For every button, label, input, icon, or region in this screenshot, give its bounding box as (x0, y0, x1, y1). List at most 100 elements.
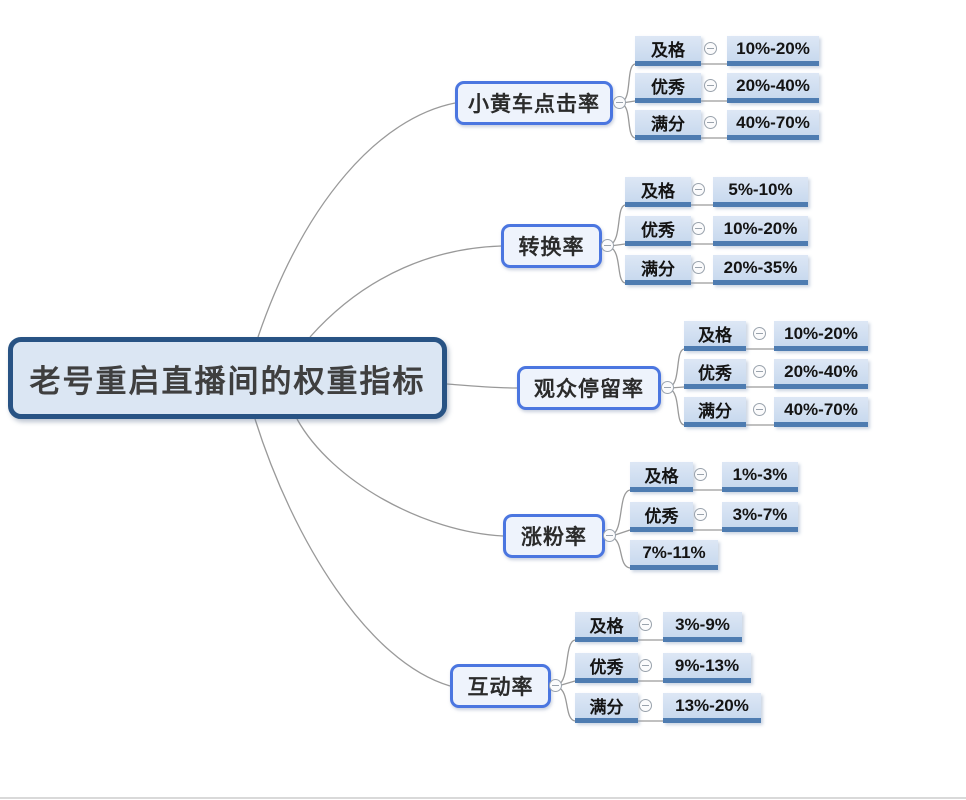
branch-label: 观众停留率 (534, 377, 644, 401)
branch-node-engagement[interactable]: 互动率 (450, 664, 551, 708)
grade-cell[interactable]: 优秀 (635, 73, 701, 103)
minus-glyph (707, 122, 714, 123)
minus-glyph (756, 371, 763, 372)
range-cell[interactable]: 5%-10% (713, 177, 808, 207)
grade-cell[interactable]: 及格 (625, 177, 691, 207)
grade-label: 满分 (641, 260, 675, 279)
branch-label: 涨粉率 (521, 525, 587, 549)
collapse-icon[interactable] (753, 403, 766, 416)
grade-cell[interactable]: 满分 (575, 693, 638, 723)
collapse-icon[interactable] (704, 79, 717, 92)
grade-cell[interactable]: 满分 (684, 397, 746, 427)
grade-label: 满分 (589, 698, 624, 717)
page-bottom-border (0, 797, 966, 799)
root-node[interactable]: 老号重启直播间的权重指标 (8, 337, 447, 419)
collapse-icon[interactable] (613, 96, 626, 109)
branch-node-retention[interactable]: 观众停留率 (517, 366, 661, 410)
range-cell[interactable]: 10%-20% (774, 321, 868, 351)
grade-cell[interactable]: 满分 (625, 255, 691, 285)
grade-cell[interactable]: 优秀 (684, 359, 746, 389)
range-cell[interactable]: 9%-13% (663, 653, 751, 683)
collapse-icon[interactable] (661, 381, 674, 394)
branch-node-followers[interactable]: 涨粉率 (503, 514, 605, 558)
grade-cell[interactable]: 及格 (630, 462, 693, 492)
grade-label: 及格 (644, 467, 679, 486)
collapse-icon[interactable] (704, 42, 717, 55)
range-label: 3%-7% (732, 504, 788, 524)
grade-cell[interactable]: 优秀 (630, 502, 693, 532)
range-label: 10%-20% (736, 38, 810, 58)
range-cell[interactable]: 40%-70% (774, 397, 868, 427)
range-label: 9%-13% (674, 655, 740, 675)
grade-cell[interactable]: 及格 (684, 321, 746, 351)
grade-label: 及格 (698, 326, 732, 345)
minus-glyph (697, 474, 704, 475)
range-label: 1%-3% (732, 464, 788, 484)
range-label: 20%-40% (736, 75, 810, 95)
collapse-icon[interactable] (601, 239, 614, 252)
range-cell[interactable]: 3%-7% (722, 502, 798, 532)
range-cell[interactable]: 20%-35% (713, 255, 808, 285)
root-title: 老号重启直播间的权重指标 (29, 363, 426, 399)
collapse-icon[interactable] (694, 508, 707, 521)
range-cell[interactable]: 10%-20% (727, 36, 819, 66)
branch-node-conversion[interactable]: 转换率 (501, 224, 602, 268)
minus-glyph (695, 228, 702, 229)
collapse-icon[interactable] (694, 468, 707, 481)
collapse-icon[interactable] (692, 222, 705, 235)
minus-glyph (642, 705, 649, 706)
grade-label: 及格 (589, 617, 624, 636)
grade-cell[interactable]: 满分 (635, 110, 701, 140)
grade-cell[interactable]: 及格 (575, 612, 638, 642)
collapse-icon[interactable] (753, 327, 766, 340)
branch-label: 互动率 (467, 675, 534, 699)
collapse-icon[interactable] (639, 699, 652, 712)
range-label: 3%-9% (675, 614, 730, 634)
collapse-icon[interactable] (639, 659, 652, 672)
minus-glyph (552, 685, 559, 686)
minus-glyph (604, 245, 611, 246)
collapse-icon[interactable] (603, 529, 616, 542)
minus-glyph (606, 535, 613, 536)
minus-glyph (695, 189, 702, 190)
range-cell[interactable]: 3%-9% (663, 612, 742, 642)
range-cell[interactable]: 20%-40% (727, 73, 819, 103)
minus-glyph (707, 85, 714, 86)
range-cell[interactable]: 40%-70% (727, 110, 819, 140)
branch-label: 小黄车点击率 (468, 92, 600, 116)
grade-label: 满分 (651, 115, 685, 134)
range-label: 40%-70% (784, 399, 858, 419)
grade-label: 及格 (651, 41, 685, 60)
range-cell[interactable]: 13%-20% (663, 693, 761, 723)
range-label: 7%-11% (642, 542, 706, 562)
grade-cell[interactable]: 及格 (635, 36, 701, 66)
grade-label: 优秀 (641, 221, 675, 240)
grade-label: 优秀 (698, 364, 732, 383)
range-cell[interactable]: 10%-20% (713, 216, 808, 246)
range-cell[interactable]: 20%-40% (774, 359, 868, 389)
branch-node-ctr[interactable]: 小黄车点击率 (455, 81, 613, 125)
minus-glyph (707, 48, 714, 49)
collapse-icon[interactable] (549, 679, 562, 692)
collapse-icon[interactable] (692, 261, 705, 274)
branch-label: 转换率 (518, 235, 585, 259)
grade-label: 及格 (641, 182, 675, 201)
range-label: 40%-70% (736, 112, 810, 132)
range-label: 10%-20% (723, 218, 798, 238)
range-label: 10%-20% (784, 323, 858, 343)
range-cell[interactable]: 1%-3% (722, 462, 798, 492)
collapse-icon[interactable] (639, 618, 652, 631)
grade-cell[interactable]: 优秀 (625, 216, 691, 246)
collapse-icon[interactable] (704, 116, 717, 129)
minus-glyph (642, 665, 649, 666)
collapse-icon[interactable] (753, 365, 766, 378)
range-cell[interactable]: 7%-11% (630, 540, 718, 570)
collapse-icon[interactable] (692, 183, 705, 196)
minus-glyph (695, 267, 702, 268)
minus-glyph (642, 624, 649, 625)
grade-cell[interactable]: 优秀 (575, 653, 638, 683)
grade-label: 满分 (698, 402, 732, 421)
range-label: 5%-10% (728, 179, 793, 199)
minus-glyph (664, 387, 671, 388)
